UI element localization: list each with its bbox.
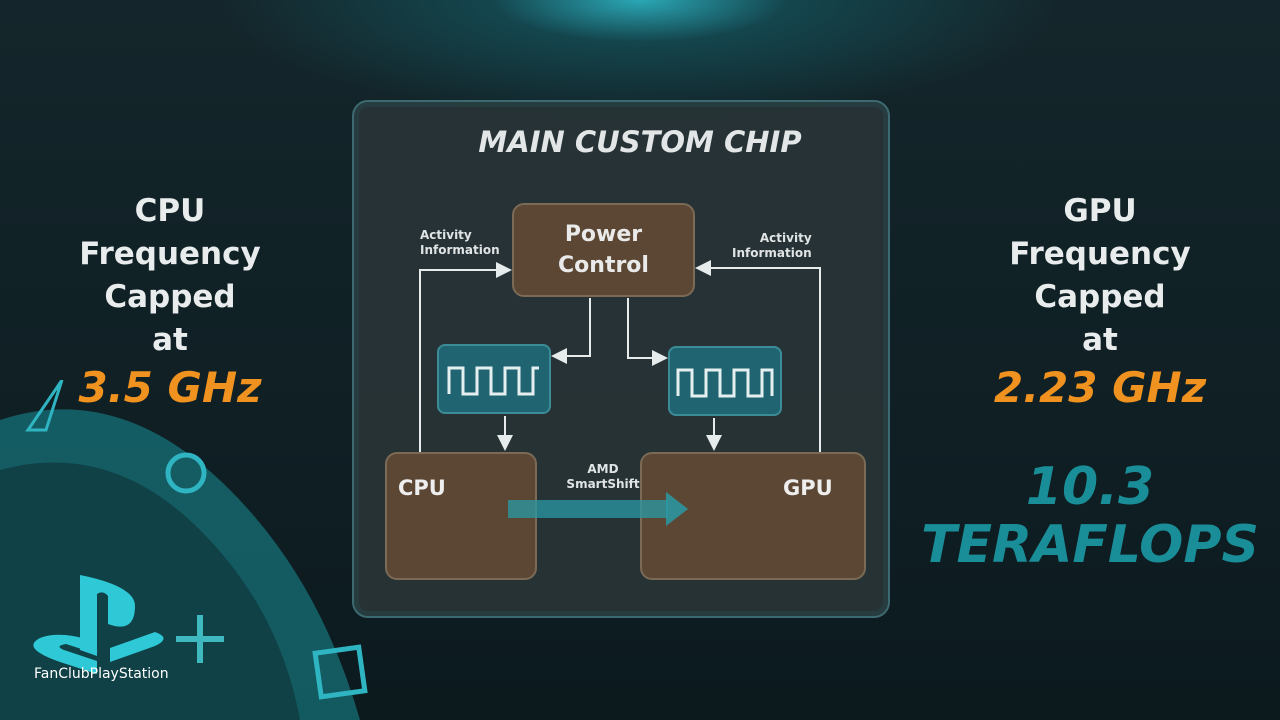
cpu-side-line: at	[152, 322, 188, 358]
gpu-side-line: GPU	[1063, 193, 1137, 229]
power-control-label: Power	[564, 222, 643, 247]
activity-text: Activity	[759, 231, 812, 245]
activity-text: Activity	[420, 228, 472, 242]
gpu-frequency-value: 2.23 GHz	[993, 363, 1207, 412]
activity-text: Information	[732, 246, 812, 260]
power-control-box: Power Control	[512, 203, 695, 297]
power-to-gpu-clock-arrow	[627, 298, 668, 366]
amd-smartshift-label: AMD SmartShift	[553, 462, 653, 492]
square-icon	[312, 644, 368, 700]
cpu-activity-arrow	[419, 262, 512, 452]
cpu-frequency-panel: CPU Frequency Capped at 3.5 GHz	[40, 190, 300, 414]
gpu-label: GPU	[783, 476, 833, 500]
power-control-label: Control	[558, 253, 649, 278]
triangle-icon	[25, 380, 64, 432]
clock-waveform-icon	[447, 366, 539, 396]
cpu-clock-box	[437, 344, 551, 414]
circle-icon	[165, 452, 207, 494]
smartshift-arrow-head	[666, 492, 688, 526]
teraflops-unit: TERAFLOPS	[921, 515, 1259, 575]
playstation-logo-icon	[33, 575, 164, 674]
gpu-side-line: at	[1082, 322, 1118, 358]
cpu-side-line: CPU	[134, 193, 206, 229]
activity-info-left: Activity Information	[420, 228, 500, 258]
gpu-frequency-panel: GPU Frequency Capped at 2.23 GHz	[970, 190, 1230, 414]
playstation-plus-decoration	[0, 380, 368, 720]
cpu-label: CPU	[398, 476, 446, 500]
clock-waveform-icon	[676, 368, 774, 398]
gpu-side-line: Frequency	[1009, 236, 1191, 272]
power-to-cpu-clock-arrow	[551, 298, 591, 364]
teraflops-value: 10.3	[1025, 457, 1155, 517]
plus-icon	[176, 615, 224, 663]
gpu-side-line: Capped	[1034, 279, 1166, 315]
smartshift-arrow-body	[508, 500, 668, 518]
smartshift-text: SmartShift	[566, 477, 640, 491]
gpu-activity-arrow	[695, 260, 821, 452]
chip-title: MAIN CUSTOM CHIP	[478, 125, 802, 159]
teraflops-readout: 10.3 TERAFLOPS	[905, 458, 1275, 574]
gpu-clock-box	[668, 346, 782, 416]
brand-watermark: FanClubPlayStation	[34, 666, 169, 682]
activity-text: Information	[420, 243, 500, 257]
cpu-frequency-value: 3.5 GHz	[78, 363, 262, 412]
cpu-side-line: Frequency	[79, 236, 261, 272]
activity-info-right: Activity Information	[732, 231, 812, 261]
smartshift-text: AMD	[587, 462, 619, 476]
cpu-side-line: Capped	[104, 279, 236, 315]
